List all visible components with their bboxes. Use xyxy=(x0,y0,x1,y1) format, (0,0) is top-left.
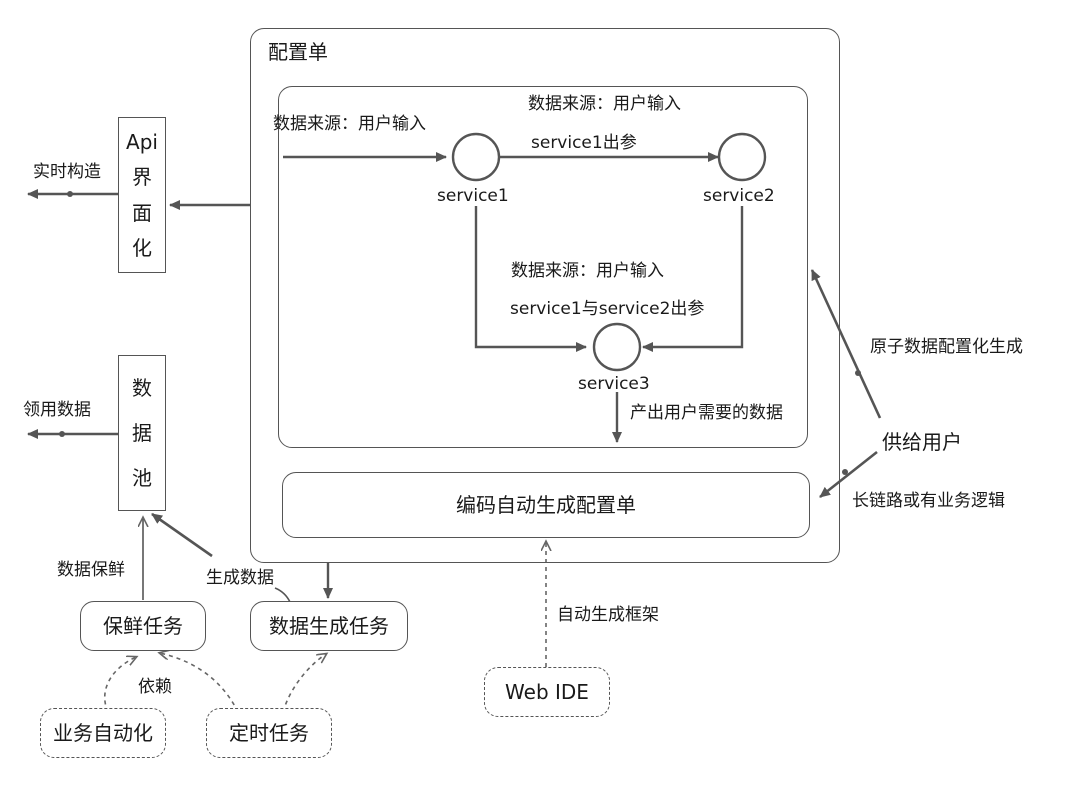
api-char-0: Api xyxy=(126,129,158,154)
timed-task-label: 定时任务 xyxy=(229,721,309,745)
timed-task-box: 定时任务 xyxy=(206,708,332,758)
use-data-label: 领用数据 xyxy=(23,400,91,420)
service3-label: service3 xyxy=(578,374,650,394)
arrow-supply-to-encode xyxy=(819,450,878,499)
api-char-1: 界 xyxy=(132,165,152,190)
dot-realtime xyxy=(67,191,73,197)
src-user-input-2: 数据来源：用户输入 xyxy=(528,94,681,114)
encode-box: 编码自动生成配置单 xyxy=(282,472,810,538)
api-box: Api 界 面 化 xyxy=(118,117,166,273)
web-ide-label: Web IDE xyxy=(505,680,589,704)
realtime-build-label: 实时构造 xyxy=(33,162,101,182)
dot-supply-encode xyxy=(842,469,848,475)
service3-node xyxy=(592,322,642,372)
arrow-service1-to-service3 xyxy=(474,206,587,352)
biz-auto-label: 业务自动化 xyxy=(53,721,153,745)
depend-label: 依赖 xyxy=(138,677,172,697)
service1-label: service1 xyxy=(437,186,509,206)
pool-char-2: 池 xyxy=(132,465,152,490)
src-user-input-3: 数据来源：用户输入 xyxy=(511,261,664,281)
service1-node xyxy=(451,132,501,182)
auto-framework-label: 自动生成框架 xyxy=(557,605,659,625)
dot-use xyxy=(59,431,65,437)
arrow-gen-curve xyxy=(274,587,291,603)
arrow-biz-to-fresh xyxy=(103,657,136,713)
service2-node xyxy=(717,132,767,182)
data-pool-box: 数 据 池 xyxy=(118,355,166,511)
api-char-2: 面 xyxy=(132,200,152,225)
inner-flow-box xyxy=(278,86,808,448)
arrow-timed-to-fresh xyxy=(160,653,239,713)
service2-label: service2 xyxy=(703,186,775,206)
long-chain-label: 长链路或有业务逻辑 xyxy=(852,491,1005,511)
dot-supply-inner xyxy=(855,370,861,376)
biz-auto-box: 业务自动化 xyxy=(40,708,166,758)
encode-box-label: 编码自动生成配置单 xyxy=(456,493,636,517)
supply-user-label: 供给用户 xyxy=(882,430,962,454)
gen-data-label: 生成数据 xyxy=(206,568,274,588)
web-ide-box: Web IDE xyxy=(484,667,610,717)
fresh-task-box: 保鲜任务 xyxy=(80,601,206,651)
s1-s2-output-label: service1与service2出参 xyxy=(510,299,705,319)
pool-char-1: 据 xyxy=(132,420,152,445)
api-char-3: 化 xyxy=(132,236,152,261)
produce-data-label: 产出用户需要的数据 xyxy=(630,403,783,423)
config-sheet-box xyxy=(250,28,840,563)
s1-output-label: service1出参 xyxy=(531,133,637,153)
atomic-config-label: 原子数据配置化生成 xyxy=(870,337,1023,357)
arrow-supply-to-inner xyxy=(810,269,882,419)
fresh-task-label: 保鲜任务 xyxy=(103,614,183,638)
data-fresh-label: 数据保鲜 xyxy=(57,560,125,580)
arrow-timed-to-gentask xyxy=(282,654,326,713)
arrow-gen-to-pool xyxy=(151,512,213,558)
pool-char-0: 数 xyxy=(132,376,152,401)
src-user-input-1: 数据来源：用户输入 xyxy=(273,114,426,134)
config-sheet-title: 配置单 xyxy=(268,40,328,64)
gen-task-box: 数据生成任务 xyxy=(250,601,408,651)
arrow-service2-to-service3 xyxy=(642,206,744,352)
gen-task-label: 数据生成任务 xyxy=(269,614,389,638)
